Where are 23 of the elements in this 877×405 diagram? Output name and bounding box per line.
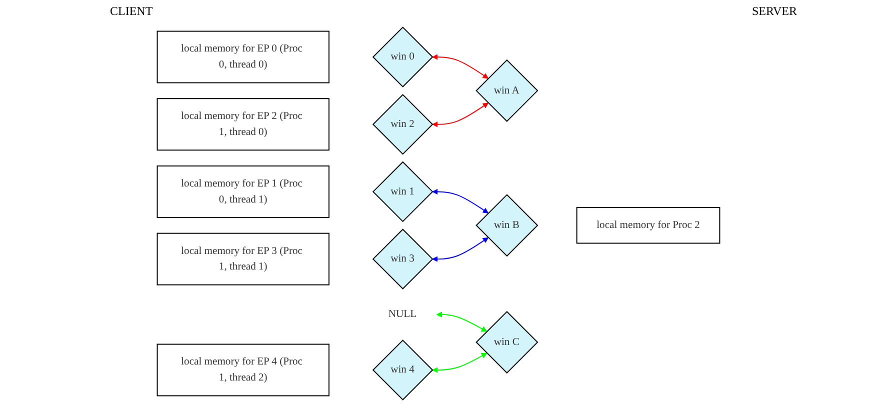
- node-box: local memory for EP 0 (Proc 0, thread 0): [156, 30, 330, 84]
- node-diamond: win B: [476, 194, 538, 257]
- arrow: [432, 352, 488, 373]
- arrow: [436, 312, 488, 332]
- arrow: [432, 237, 489, 262]
- node-box: local memory for EP 2 (Proc 1, thread 0): [156, 98, 330, 151]
- node-text: NULL: [388, 308, 417, 320]
- column-heading: CLIENT: [110, 4, 153, 20]
- node-box: local memory for EP 3 (Proc 1, thread 1): [156, 232, 330, 286]
- node-box: local memory for Proc 2: [576, 207, 720, 244]
- node-diamond: win 4: [372, 340, 434, 400]
- node-box: local memory for EP 4 (Proc 1, thread 2): [156, 344, 330, 396]
- arrow: [432, 102, 489, 128]
- arrow: [432, 54, 489, 79]
- node-diamond: win 3: [372, 228, 434, 290]
- node-diamond: win 0: [372, 26, 434, 88]
- column-heading: SERVER: [752, 4, 797, 20]
- node-box: local memory for EP 1 (Proc 0, thread 1): [156, 165, 330, 218]
- node-diamond: win 2: [372, 94, 434, 155]
- node-diamond: win A: [476, 59, 538, 122]
- node-diamond: win C: [476, 310, 538, 374]
- arrow: [432, 188, 489, 214]
- node-diamond: win 1: [372, 161, 434, 222]
